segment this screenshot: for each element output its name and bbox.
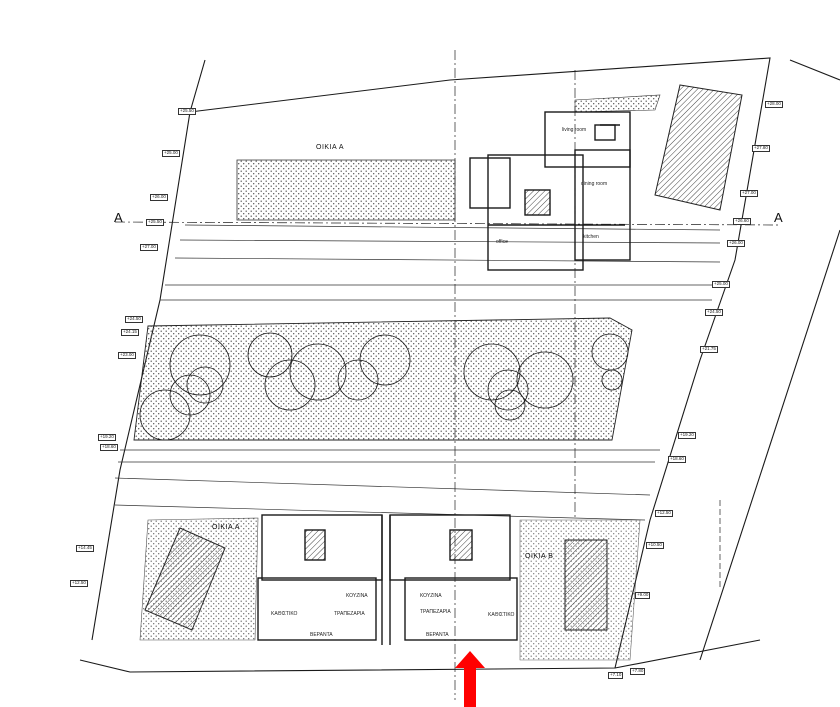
elevation-tag: +9.00 [635,592,651,599]
room-dining: dining room [581,181,608,187]
elevation-tag: +26.00 [150,194,168,201]
room-office: office [496,239,508,245]
elevation-tag: +27.80 [752,145,770,152]
elevation-tag: +23.00 [118,352,136,359]
section-mark-right: A [774,210,783,225]
room-veranta-2: ΒΕΡΑΝΤΑ [426,632,449,638]
elevation-tag: +27.00 [740,190,758,197]
section-mark-left: A [114,210,123,225]
elevation-tag: +19.20 [678,432,696,439]
room-kouzina-2: ΚΟΥΖΙΝΑ [420,593,442,599]
upper-garden [236,94,661,221]
elevation-tag: +7.10 [608,672,624,679]
lower-right-garden [519,519,641,661]
building-title-oikia-a-top: OIKIA A [316,144,345,151]
site-boundary [79,57,840,673]
building-title-oikia-b: OIKIA B [525,553,554,560]
elevation-tag: +24.15 [121,329,139,336]
elevation-tag: +7.80 [630,668,646,675]
elevation-tag: +26.60 [733,218,751,225]
centre-axis [114,50,781,700]
elevation-tag: +21.75 [700,346,718,353]
pool-top-right [654,84,743,211]
room-trapezaria-2: ΤΡΑΠΕΖΑΡΙΑ [420,609,451,615]
lower-left-garden [139,517,259,641]
elevation-tag: +28.00 [765,101,783,108]
room-trapezaria-1: ΤΡΑΠΕΖΑΡΙΑ [334,611,365,617]
elevation-tag: +26.00 [727,240,745,247]
entrance-arrow-icon [455,651,485,707]
elevation-tag: +18.60 [668,456,686,463]
room-living: living room [562,127,587,133]
driveway-lines [114,224,721,521]
elevation-tag: +12.50 [70,580,88,587]
elevation-tag: +19.20 [98,434,116,441]
elevation-tag: +12.50 [655,510,673,517]
room-veranta-1: ΒΕΡΑΝΤΑ [310,632,333,638]
building-title-oikia-a-bottom: OIKIA A [212,524,241,531]
elevation-tag: +24.50 [705,309,723,316]
elevation-tag: +25.50 [178,108,196,115]
room-kathistiko-1: ΚΑΘΙΣΤΙΚΟ [271,611,298,617]
elevation-tag: +18.60 [100,444,118,451]
room-kitchen: kitchen [583,234,599,240]
elevation-tag: +24.50 [125,316,143,323]
elevation-tag: +25.00 [162,150,180,157]
elevation-tag: +25.00 [712,281,730,288]
room-kouzina-1: ΚΟΥΖΙΝΑ [346,593,368,599]
elevation-tag: +27.00 [140,244,158,251]
elevation-tag: +25.50 [146,219,164,226]
room-kathistiko-2: ΚΑΘΙΣΤΙΚΟ [488,612,515,618]
main-house-plan [469,111,631,271]
elevation-tag: +10.50 [646,542,664,549]
twin-houses-plan [257,514,518,645]
trees [139,332,629,441]
elevation-tag: +14.45 [76,545,94,552]
